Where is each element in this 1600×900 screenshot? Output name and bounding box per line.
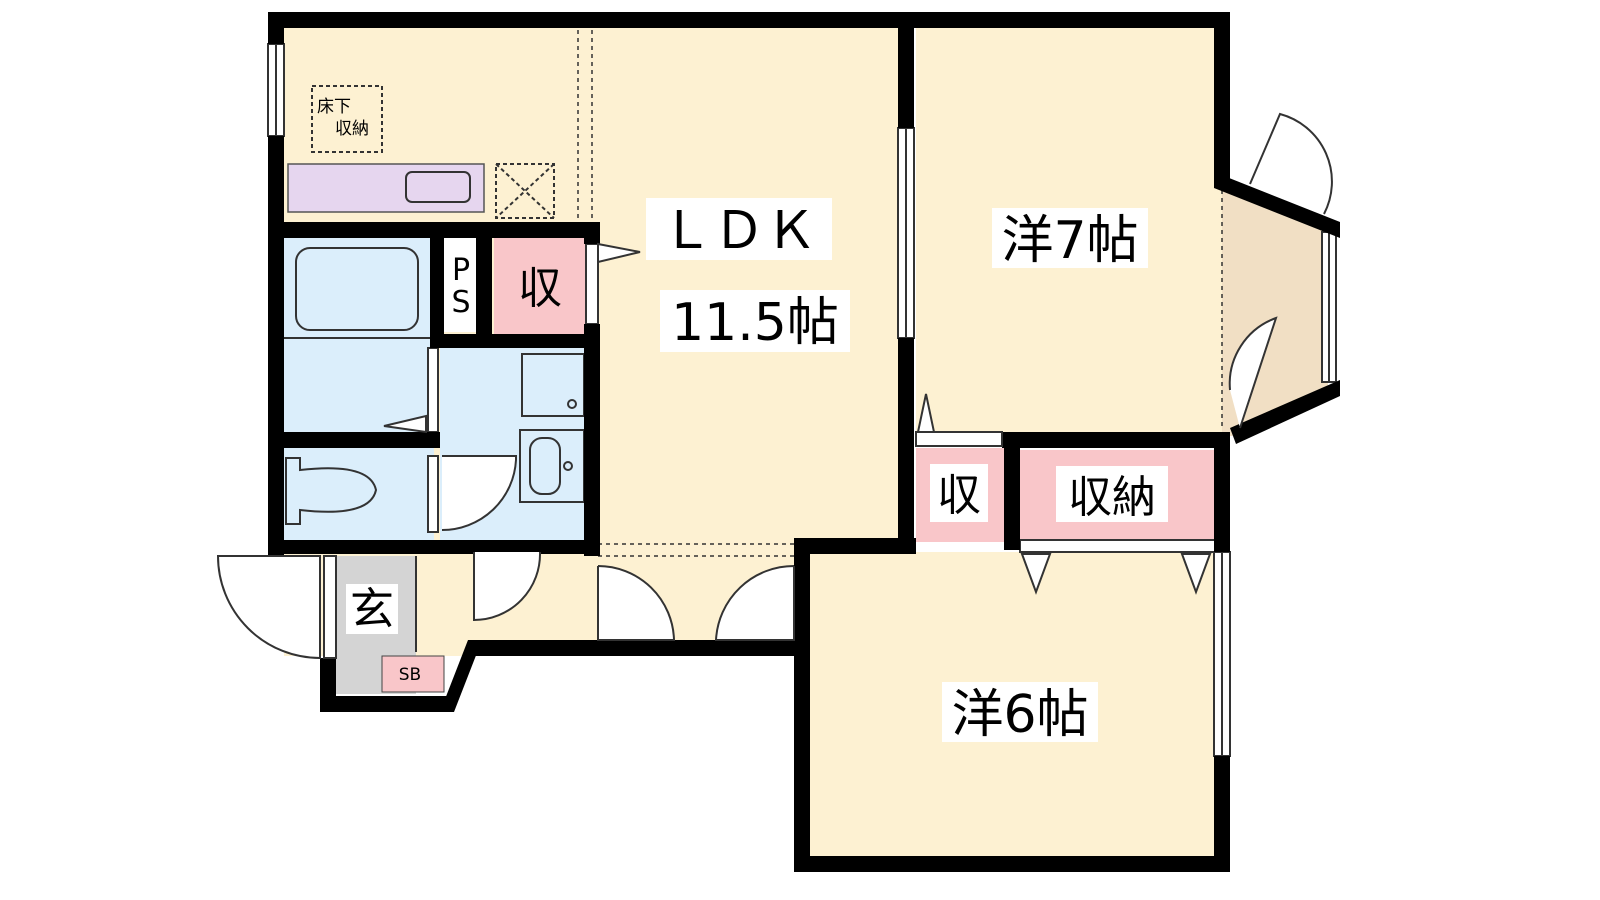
hall-door: [473, 551, 542, 622]
underfloor-hatch: [311, 85, 383, 153]
pipe-space-label-line1: P: [452, 253, 470, 288]
storage-small-b-label-bg: [930, 464, 988, 522]
wall-bay-lower: [1230, 380, 1340, 444]
fixtures: [284, 30, 1223, 557]
wall-closet-divider: [1004, 432, 1020, 550]
window-ldk-hall: [585, 243, 599, 325]
wall-top: [268, 12, 1230, 28]
bathtub: [295, 247, 419, 331]
ldk-hall-door: [597, 565, 676, 641]
kitchen-sink: [405, 171, 471, 203]
underfloor-label-line2: 収納: [335, 119, 369, 139]
wall-entrance-bottom: [320, 696, 454, 712]
wall-closet-top: [1002, 432, 1230, 448]
wall-wet-right-lower: [584, 324, 600, 556]
windows: [267, 43, 1337, 757]
ldk-sliding-arrow: [597, 242, 641, 264]
wall-left-top-stub: [268, 12, 284, 44]
bath-sliding-arrow: [383, 414, 427, 434]
wall-wash-top: [430, 334, 600, 348]
ldk-size-bg: [660, 290, 850, 352]
entrance-label-bg: [346, 584, 398, 634]
west7-label-bg: [992, 208, 1148, 268]
fridge-space-cross-2: [495, 163, 555, 219]
closet-arrow-right: [1180, 553, 1212, 595]
ldk-size-label: 11.5帖: [671, 293, 839, 353]
west6-label-bg: [942, 682, 1098, 742]
storage-small-a-label-bg: [512, 258, 568, 314]
wall-ldk-bottom: [468, 640, 810, 656]
wall-bath-toilet: [284, 432, 440, 448]
wall-entrance-diagonal: [440, 640, 482, 712]
shoe-box-label: SB: [399, 665, 421, 685]
wall-ps-left: [430, 236, 444, 346]
underfloor-label-line1: 床下: [317, 97, 351, 117]
pipe-space-label-line2: S: [451, 285, 470, 320]
entrance-label: 玄: [350, 584, 394, 635]
fridge-space-cross-1: [495, 163, 555, 219]
wall-left-upper: [268, 136, 284, 556]
toilet-floor: [284, 448, 434, 542]
wall-east-upper: [1214, 12, 1230, 184]
storage-b-sill: [915, 431, 1003, 447]
west6-label: 洋6帖: [951, 685, 1088, 745]
vanity-tap: [563, 461, 573, 471]
toilet-door: [441, 455, 517, 532]
labels: ＬＤＫ 11.5帖 洋7帖 洋6帖 収 収 収納 P S 玄 SB 床下 収納: [317, 97, 1168, 745]
wall-east-closet: [1214, 432, 1230, 552]
entrance-door: [216, 555, 321, 660]
closet-arrow-left: [1020, 553, 1052, 595]
window-bath-partition: [427, 347, 439, 433]
wall-west6-left: [794, 538, 810, 870]
west7-label: 洋7帖: [1001, 211, 1138, 271]
bay-door-upper: [1249, 112, 1333, 215]
storage-closet-label: 収納: [1068, 472, 1156, 523]
storage-small-b-label: 収: [937, 470, 981, 521]
window-closet-lintel: [1019, 539, 1221, 553]
wall-ldk-west7: [898, 28, 914, 128]
storage-small-a-label: 収: [518, 263, 562, 314]
wall-bay-upper: [1214, 172, 1340, 238]
doors: [216, 112, 1333, 660]
shoe-box-floor: [381, 655, 445, 693]
wall-west6-top: [794, 538, 916, 554]
wall-wet-right: [584, 222, 600, 244]
wall-entrance-left: [320, 658, 336, 712]
window-toilet-partition: [427, 455, 439, 533]
west6-door: [714, 564, 795, 641]
wall-ps-right: [476, 236, 492, 346]
vanity-basin: [529, 437, 561, 495]
toilet-bowl: [285, 457, 378, 525]
wall-west6-bottom: [794, 856, 1230, 872]
storage-closet-label-bg: [1056, 466, 1168, 522]
entrance-frame: [323, 555, 337, 659]
wall-wet-bottom: [268, 540, 600, 554]
fridge-space: [495, 163, 555, 219]
ldk-label-bg: [646, 198, 832, 260]
wall-east-lower: [1214, 756, 1230, 872]
wall-ldk-west7-lower: [898, 338, 914, 546]
washing-machine-drain: [567, 399, 577, 409]
walls: [268, 12, 1340, 872]
wall-wet-top: [284, 222, 600, 238]
bay-door-lower: [1228, 316, 1278, 429]
ldk-label: ＬＤＫ: [661, 201, 817, 261]
